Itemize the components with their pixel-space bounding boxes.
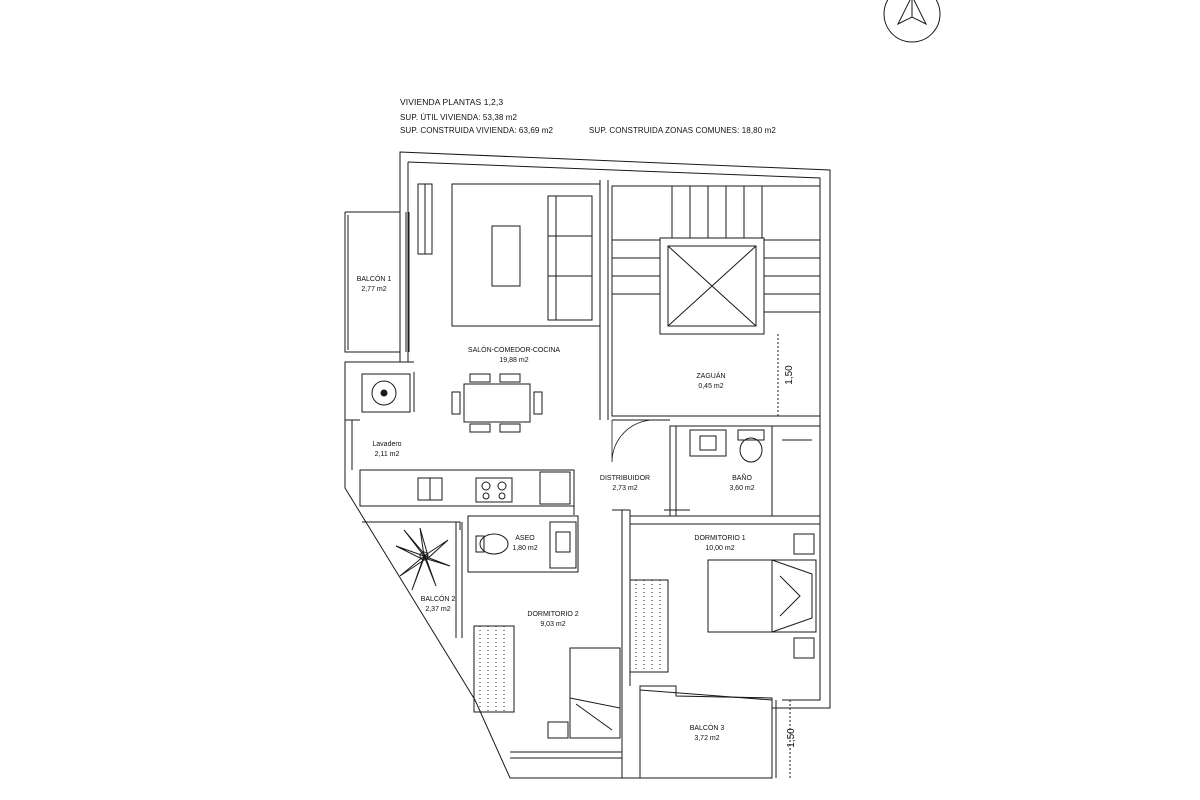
wardrobe-dormitorio-1 — [629, 579, 669, 673]
room-label-zaguan: ZAGUÁN — [696, 371, 725, 380]
room-label-balcon-2: BALCÓN 2 — [421, 594, 456, 603]
bed-dormitorio-2 — [547, 647, 621, 739]
bano-fixtures — [669, 425, 821, 517]
room-area-bano: 3,60 m2 — [729, 485, 754, 492]
room-label-distribuidor: DISTRIBUIDOR — [600, 475, 650, 482]
balcon-1-outline — [344, 211, 410, 353]
staircase — [611, 185, 821, 417]
coffee-table — [491, 225, 521, 287]
sup-comunes-label: SUP. CONSTRUIDA ZONAS COMUNES: 18,80 m2 — [589, 126, 776, 135]
plant-icon — [395, 527, 451, 591]
dim-balcon-3: 1,50 — [786, 728, 797, 748]
room-area-aseo: 1,80 m2 — [512, 545, 537, 552]
room-area-lavadero: 2,11 m2 — [375, 451, 400, 458]
dim-zaguan: 1,50 — [784, 365, 795, 385]
room-label-balcon-1: BALCÓN 1 — [357, 274, 392, 283]
aseo-fixtures — [467, 515, 579, 573]
sup-construida-label: SUP. CONSTRUIDA VIVIENDA: 63,69 m2 — [400, 126, 554, 135]
room-label-dormitorio-1: DORMITORIO 1 — [694, 535, 745, 542]
wardrobe-dormitorio-2 — [473, 625, 515, 713]
room-area-balcon-2: 2,37 m2 — [425, 606, 450, 613]
room-label-lavadero: Lavadero — [372, 441, 401, 448]
balcon-3-outline — [639, 689, 791, 779]
plan-title: VIVIENDA PLANTAS 1,2,3 — [400, 97, 504, 107]
washing-machine — [361, 372, 415, 413]
dining-table — [463, 383, 531, 423]
room-area-balcon-3: 3,72 m2 — [694, 735, 719, 742]
room-area-salon: 19,88 m2 — [499, 357, 528, 364]
sofa — [547, 195, 593, 321]
room-label-aseo: ASEO — [515, 535, 535, 542]
living-rug — [451, 183, 601, 327]
room-label-balcon-3: BALCÓN 3 — [690, 723, 725, 732]
room-area-dormitorio-2: 9,03 m2 — [540, 621, 565, 628]
north-arrow-icon — [883, 0, 941, 43]
room-area-dormitorio-1: 10,00 m2 — [705, 545, 734, 552]
room-area-zaguan: 0,45 m2 — [698, 383, 723, 390]
kitchen-counter — [359, 469, 575, 507]
room-label-dormitorio-2: DORMITORIO 2 — [527, 611, 578, 618]
room-label-salon: SALÓN-COMEDOR-COCINA — [468, 345, 561, 354]
sup-util-label: SUP. ÚTIL VIVIENDA: 53,38 m2 — [400, 113, 518, 122]
room-area-balcon-1: 2,77 m2 — [361, 286, 386, 293]
room-area-distribuidor: 2,73 m2 — [612, 485, 637, 492]
bed-dormitorio-1 — [707, 533, 817, 659]
room-label-bano: BAÑO — [732, 473, 752, 482]
